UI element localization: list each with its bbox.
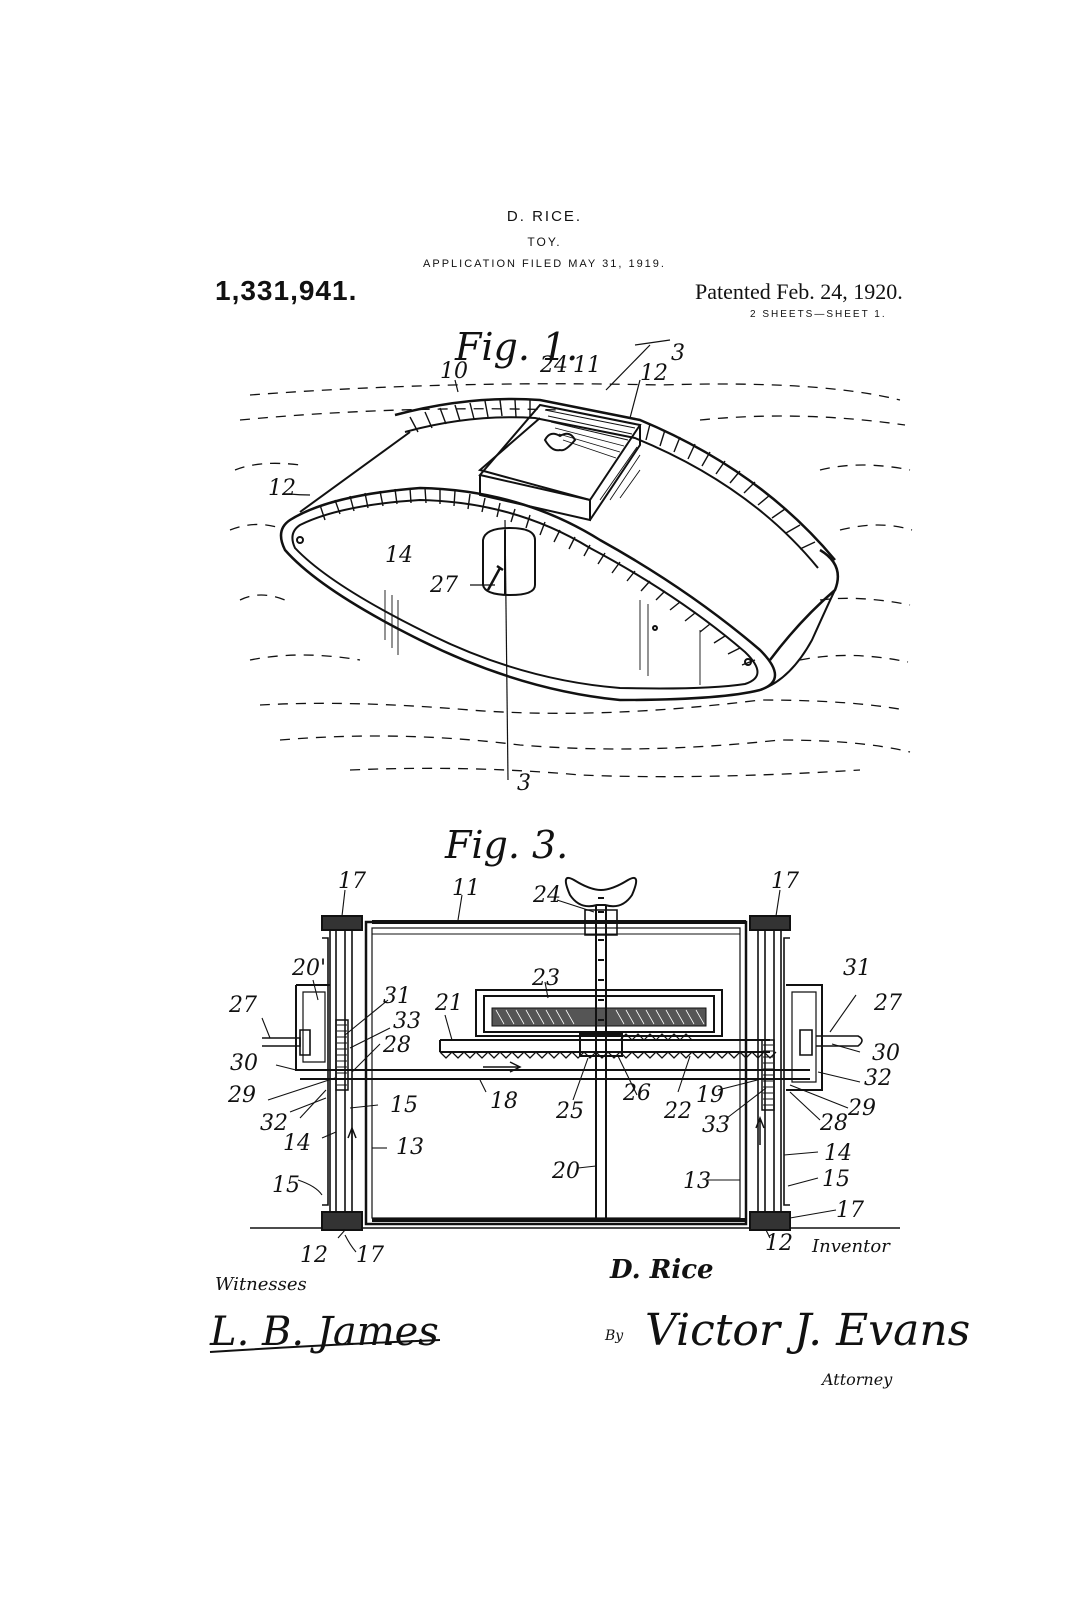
fig3-ref-28-left: 28 [382, 1033, 411, 1058]
fig3-label: Fig. 3. [444, 823, 568, 867]
fig3-ref-14-left: 14 [283, 1131, 311, 1156]
fig3-ref-19: 19 [696, 1083, 724, 1108]
fig3-ref-17-tr: 17 [771, 869, 799, 894]
inventor-label: Inventor [811, 1236, 891, 1257]
attorney-label: Attorney [820, 1370, 893, 1389]
fig1-ref-12-top: 12 [640, 361, 668, 386]
fig3-ref-22: 22 [663, 1099, 692, 1124]
fig3-ref-17-br: 17 [836, 1198, 864, 1223]
fig3-ref-33-left: 33 [393, 1009, 421, 1034]
fig1-ref-11: 11 [573, 353, 601, 378]
fig3-ref-15-left: 15 [272, 1173, 300, 1198]
application-filed: APPLICATION FILED MAY 31, 1919. [423, 258, 666, 270]
fig3-ref-13-right: 13 [683, 1169, 711, 1194]
fig3-ref-23: 23 [531, 966, 560, 991]
fig3-ref-17-bl: 17 [356, 1243, 384, 1268]
near-track-treads [319, 487, 756, 666]
fig1-ref-3-bottom: 3 [517, 771, 531, 796]
fig1-ref-3-top: 3 [671, 341, 685, 366]
fig3-ref-25: 25 [555, 1099, 584, 1124]
witness-underline [209, 1339, 441, 1353]
turret-hatching [544, 409, 641, 501]
fig3-ref-15-right: 15 [822, 1167, 850, 1192]
fig3-ref-29-right: 29 [847, 1096, 876, 1121]
fig3-ref-27-left: 27 [228, 993, 257, 1018]
fig3-ref-18: 18 [490, 1089, 518, 1114]
patented-date: Patented Feb. 24, 1920. [695, 279, 903, 304]
fig3-ref-13-left: 13 [396, 1135, 424, 1160]
fig3-ref-21: 21 [434, 991, 463, 1016]
far-track-treads [409, 399, 816, 550]
fig3-ref-28-right: 28 [819, 1111, 848, 1136]
fig3-ref-14-right: 14 [824, 1141, 852, 1166]
fig3-ref-30-left: 30 [230, 1051, 258, 1076]
fig1: Fig. 1. [229, 325, 913, 781]
fig3-ref-12-bl: 12 [300, 1243, 328, 1268]
fig1-ref-24: 24 [539, 353, 568, 378]
fig1-label: Fig. 1. [454, 325, 578, 369]
patent-number: 1,331,941. [215, 275, 358, 306]
fig3-leaders [261, 889, 861, 1253]
fig3-ref-15-upper: 15 [390, 1093, 418, 1118]
fig3-ref-32-left: 32 [260, 1111, 288, 1136]
attorney-signature: Victor J. Evans [645, 1305, 970, 1356]
spring-coil [495, 1009, 705, 1025]
fig3-ref-20: 20 [551, 1159, 580, 1184]
fig3-ref-26: 26 [622, 1081, 651, 1106]
fig1-ref-10: 10 [440, 359, 468, 384]
inventor-signature: D. Rice [609, 1255, 714, 1285]
inventor-name: D. RICE. [506, 208, 583, 225]
fig3-ref-30-right: 30 [872, 1041, 900, 1066]
fig1-ref-27: 27 [429, 573, 458, 598]
fig3-ref-11: 11 [452, 876, 480, 901]
fig1-ref-12-left: 12 [268, 476, 296, 501]
ground-texture [229, 383, 913, 778]
fig3-ref-20prime: 20' [291, 956, 326, 981]
witness-signature: L. B. James [209, 1309, 439, 1355]
fig3-ref-33-right: 33 [702, 1113, 730, 1138]
fig3-ref-31-right: 31 [843, 956, 871, 981]
fig3-ref-17-tl: 17 [338, 869, 366, 894]
fig1-ref-14: 14 [385, 543, 413, 568]
fig3-ref-32-right: 32 [864, 1066, 892, 1091]
witnesses-label: Witnesses [215, 1274, 307, 1295]
fig3-ref-31-left: 31 [383, 984, 411, 1009]
fig3-ref-12-br: 12 [765, 1231, 793, 1256]
fig3: Fig. 3. [250, 823, 900, 1253]
fig3-ref-24: 24 [532, 883, 561, 908]
side-plate-shading [384, 590, 701, 685]
fig3-ref-27-right: 27 [873, 991, 902, 1016]
sheet-count: 2 SHEETS—SHEET 1. [750, 309, 887, 320]
by-label: By [604, 1328, 624, 1344]
patent-title: TOY. [527, 235, 562, 249]
fig3-ref-29-left: 29 [227, 1083, 256, 1108]
